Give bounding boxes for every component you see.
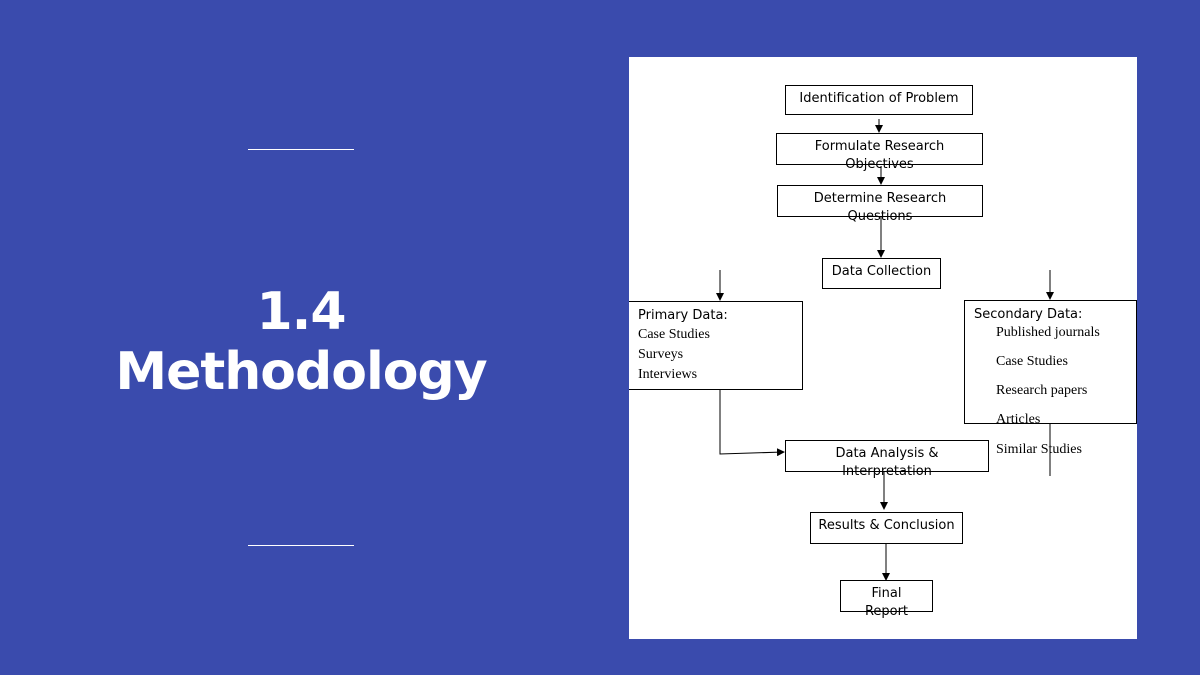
data-analysis-box: Data Analysis & Interpretation: [785, 440, 989, 479]
results-box: Results & Conclusion: [810, 512, 963, 544]
primary-item-surveys: Surveys: [638, 347, 684, 362]
final-report-label-line2: Report: [864, 604, 909, 619]
primary-data-heading: Primary Data:: [638, 308, 728, 323]
final-report-box: Final Report: [840, 580, 933, 619]
questions-box: Determine Research Questions: [777, 185, 983, 224]
secondary-data-heading: Secondary Data:: [974, 307, 1083, 322]
section-heading: Methodology: [115, 342, 487, 402]
methodology-flowchart: Identification of Problem Formulate Rese…: [629, 57, 1137, 639]
primary-data-box: Primary Data: Case Studies Surveys Inter…: [629, 301, 803, 390]
results-label: Results & Conclusion: [818, 518, 955, 533]
final-report-label-line1: Final: [871, 586, 902, 601]
questions-label-line1: Determine Research: [813, 191, 947, 206]
arrow-primary-to-analysis: [719, 390, 785, 457]
secondary-item-articles: Articles: [996, 412, 1041, 427]
objectives-label-line1: Formulate Research: [814, 139, 945, 154]
top-divider: [248, 149, 354, 150]
primary-item-case-studies: Case Studies: [638, 327, 710, 342]
secondary-item-case-studies: Case Studies: [996, 354, 1068, 369]
data-collection-box: Data Collection: [822, 258, 941, 289]
primary-item-interviews: Interviews: [638, 367, 698, 382]
identification-box: Identification of Problem: [785, 85, 973, 115]
secondary-item-research-papers: Research papers: [996, 383, 1088, 398]
secondary-item-similar-studies: Similar Studies: [996, 442, 1082, 457]
data-analysis-label-line1: Data Analysis &: [835, 446, 939, 461]
section-number: 1.4: [256, 282, 346, 342]
questions-label-line2: Questions: [847, 209, 913, 224]
objectives-box: Formulate Research Objectives: [776, 133, 983, 172]
bottom-divider: [248, 545, 354, 546]
slide-title: 1.4 Methodology: [60, 282, 542, 402]
secondary-data-box: Secondary Data:: [964, 300, 1137, 424]
objectives-label-line2: Objectives: [845, 157, 914, 172]
secondary-item-published-journals: Published journals: [996, 325, 1100, 340]
data-collection-label: Data Collection: [831, 264, 932, 279]
flowchart-connectors: [716, 119, 1054, 581]
identification-label: Identification of Problem: [799, 91, 959, 106]
data-analysis-label-line2: Interpretation: [842, 464, 932, 479]
